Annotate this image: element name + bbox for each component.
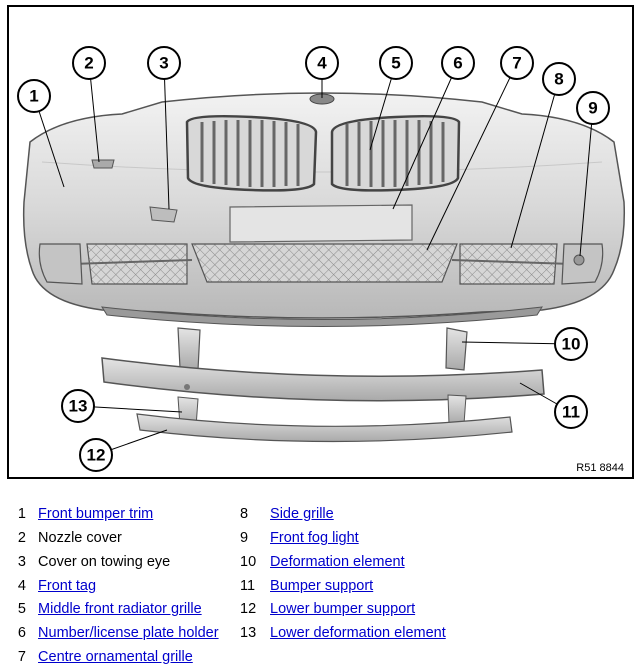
legend-item-7: 7 Centre ornamental grille <box>14 647 193 667</box>
exploded-diagram: 1 2 3 4 5 6 7 8 <box>7 5 634 479</box>
callout-5: 5 <box>379 46 413 80</box>
legend-item-6: 6 Number/license plate holder <box>14 623 219 643</box>
label-cover-on-towing-eye: Cover on towing eye <box>38 554 171 570</box>
svg-text:13: 13 <box>69 397 88 416</box>
legend-item-10: 10 Deformation element <box>240 552 405 572</box>
legend-number: 4 <box>17 578 26 594</box>
legend-number: 6 <box>17 625 26 641</box>
callout-13: 13 <box>61 389 95 423</box>
callout-1: 1 <box>17 79 51 113</box>
license-plate-holder <box>229 204 413 243</box>
legend-item-5: 5 Middle front radiator grille <box>14 599 202 619</box>
legend-item-9: 9 Front fog light <box>240 528 359 548</box>
svg-text:10: 10 <box>562 335 581 354</box>
callout-8: 8 <box>542 62 576 96</box>
svg-text:9: 9 <box>588 99 597 118</box>
link-side-grille[interactable]: Side grille <box>270 506 334 522</box>
legend-number: 7 <box>17 649 26 665</box>
link-front-bumper-trim[interactable]: Front bumper trim <box>38 506 154 522</box>
callout-11: 11 <box>554 395 588 429</box>
callout-9: 9 <box>576 91 610 125</box>
svg-text:4: 4 <box>317 54 327 73</box>
svg-text:7: 7 <box>512 54 521 73</box>
side-grille-right <box>459 243 558 285</box>
link-front-fog-light[interactable]: Front fog light <box>270 530 359 546</box>
link-front-tag[interactable]: Front tag <box>38 578 97 594</box>
svg-text:8: 8 <box>554 70 563 89</box>
centre-ornamental-grille <box>191 243 458 283</box>
fog-light-left <box>38 243 83 285</box>
legend-item-4: 4 Front tag <box>14 576 96 596</box>
svg-text:1: 1 <box>29 87 38 106</box>
link-bumper-support[interactable]: Bumper support <box>270 578 374 594</box>
bumper-support <box>101 357 545 402</box>
label-nozzle-cover: Nozzle cover <box>38 530 122 546</box>
legend-number: 5 <box>17 601 26 617</box>
legend-item-3: 3 Cover on towing eye <box>14 552 170 572</box>
svg-text:6: 6 <box>453 54 462 73</box>
legend-number: 13 <box>240 625 257 641</box>
legend-number: 10 <box>240 554 257 570</box>
callout-7: 7 <box>500 46 534 80</box>
link-middle-front-radiator-grille[interactable]: Middle front radiator grille <box>38 601 202 617</box>
legend-number: 11 <box>240 578 256 594</box>
link-lower-bumper-support[interactable]: Lower bumper support <box>270 601 416 617</box>
diagram-reference-code: R51 8844 <box>576 462 624 474</box>
svg-text:12: 12 <box>87 446 106 465</box>
legend-item-1: 1 Front bumper trim <box>14 504 153 524</box>
svg-text:11: 11 <box>562 403 580 422</box>
legend-item-12: 12 Lower bumper support <box>240 599 415 619</box>
callout-10: 10 <box>554 327 588 361</box>
legend-number: 9 <box>240 530 249 546</box>
svg-text:3: 3 <box>159 54 168 73</box>
legend-number: 12 <box>240 601 257 617</box>
link-centre-ornamental-grille[interactable]: Centre ornamental grille <box>38 649 193 665</box>
callout-4: 4 <box>305 46 339 80</box>
side-grille-left <box>86 243 188 285</box>
link-lower-deformation-element[interactable]: Lower deformation element <box>270 625 446 641</box>
lower-bumper-support <box>136 413 513 443</box>
parts-legend: 1 Front bumper trim 2 Nozzle cover 3 Cov… <box>0 500 642 670</box>
towing-eye-cover <box>149 206 178 223</box>
svg-text:5: 5 <box>391 54 400 73</box>
svg-text:2: 2 <box>84 54 93 73</box>
deformation-element <box>445 327 468 371</box>
bumper-illustration: 1 2 3 4 5 6 7 8 <box>17 46 626 472</box>
legend-number: 8 <box>240 506 249 522</box>
deformation-element-left <box>177 327 201 371</box>
legend-item-13: 13 Lower deformation element <box>240 623 446 643</box>
legend-number: 1 <box>17 506 26 522</box>
legend-item-2: 2 Nozzle cover <box>14 528 122 548</box>
lower-deformation-element-right <box>447 394 467 425</box>
callout-6: 6 <box>441 46 475 80</box>
grille-slats <box>200 120 445 187</box>
callout-2: 2 <box>72 46 106 80</box>
link-number-license-plate-holder[interactable]: Number/license plate holder <box>38 625 219 641</box>
legend-number: 2 <box>17 530 26 546</box>
callout-12: 12 <box>79 438 113 472</box>
link-deformation-element[interactable]: Deformation element <box>270 554 405 570</box>
legend-item-11: 11 Bumper support <box>240 576 373 596</box>
callout-3: 3 <box>147 46 181 80</box>
legend-item-8: 8 Side grille <box>240 504 334 524</box>
legend-number: 3 <box>17 554 26 570</box>
nozzle-cover <box>91 159 115 169</box>
